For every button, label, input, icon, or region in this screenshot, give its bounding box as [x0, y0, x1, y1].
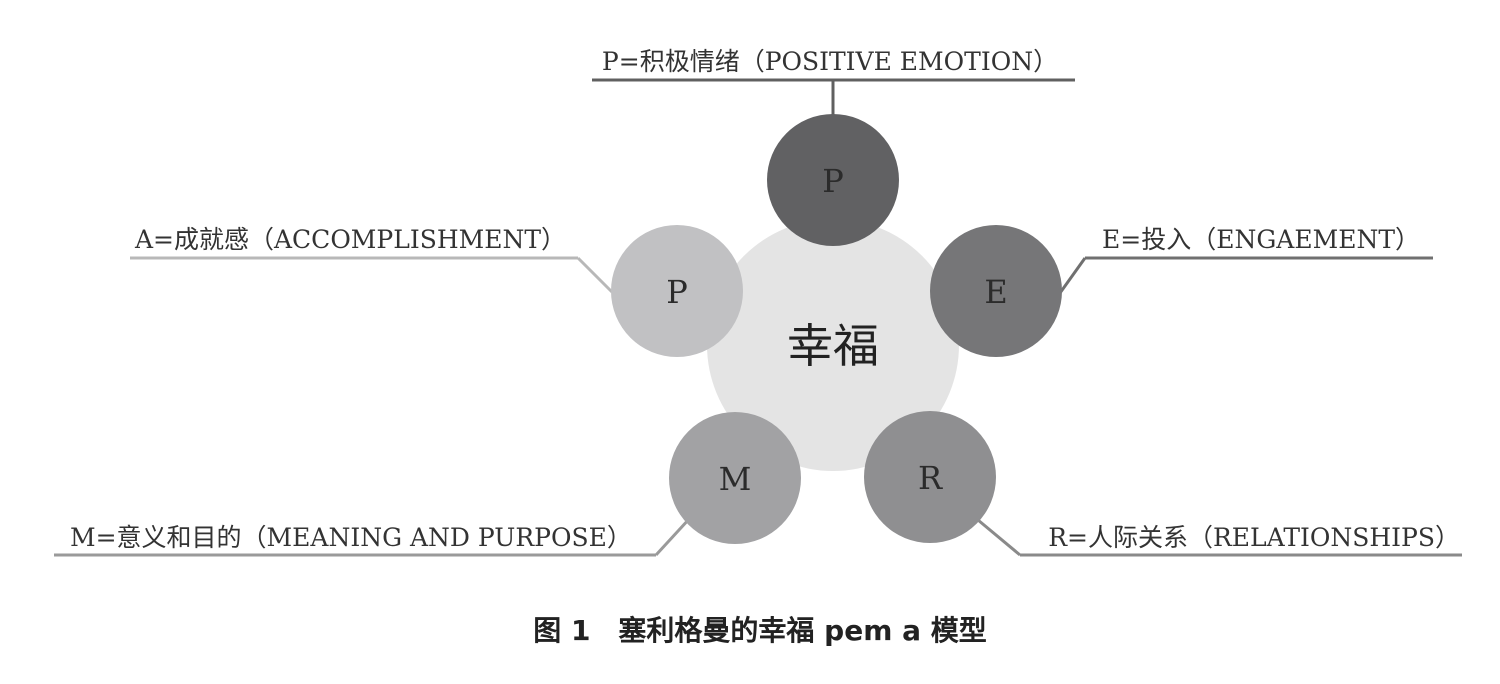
node-circle-positive-emotion [767, 114, 899, 246]
node-accomplishment: P [611, 225, 743, 357]
node-circle-relationships [864, 411, 996, 543]
node-letter-relationships: R [918, 459, 943, 497]
figure-caption: 图 1 塞利格曼的幸福 pem a 模型 [533, 614, 987, 647]
node-relationships: R [864, 411, 996, 543]
node-letter-accomplishment: P [666, 273, 688, 311]
leader-connector-accomplishment [576, 256, 614, 294]
node-circle-engagement [930, 225, 1062, 357]
label-positive-emotion: P=积极情绪（POSITIVE EMOTION） [602, 47, 1058, 76]
node-letter-engagement: E [984, 273, 1007, 311]
node-letter-meaning: M [719, 460, 752, 498]
node-positive-emotion: P [767, 114, 899, 246]
leader-connector-meaning [654, 516, 692, 557]
center-label: 幸福 [787, 319, 879, 373]
node-letter-positive-emotion: P [822, 162, 844, 200]
node-engagement: E [930, 225, 1062, 357]
label-accomplishment: A=成就感（ACCOMPLISHMENT） [134, 225, 566, 254]
center-circle [707, 219, 959, 471]
leader-connector-relationships [977, 518, 1021, 557]
node-circle-meaning [669, 412, 801, 544]
node-circle-accomplishment [611, 225, 743, 357]
leader-connector-engagement [1058, 257, 1087, 294]
node-meaning: M [669, 412, 801, 544]
label-engagement: E=投入（ENGAEMENT） [1102, 225, 1420, 254]
leader-lines [54, 78, 1462, 557]
label-relationships: R=人际关系（RELATIONSHIPS） [1048, 523, 1460, 552]
label-meaning: M=意义和目的（MEANING AND PURPOSE） [70, 523, 632, 552]
